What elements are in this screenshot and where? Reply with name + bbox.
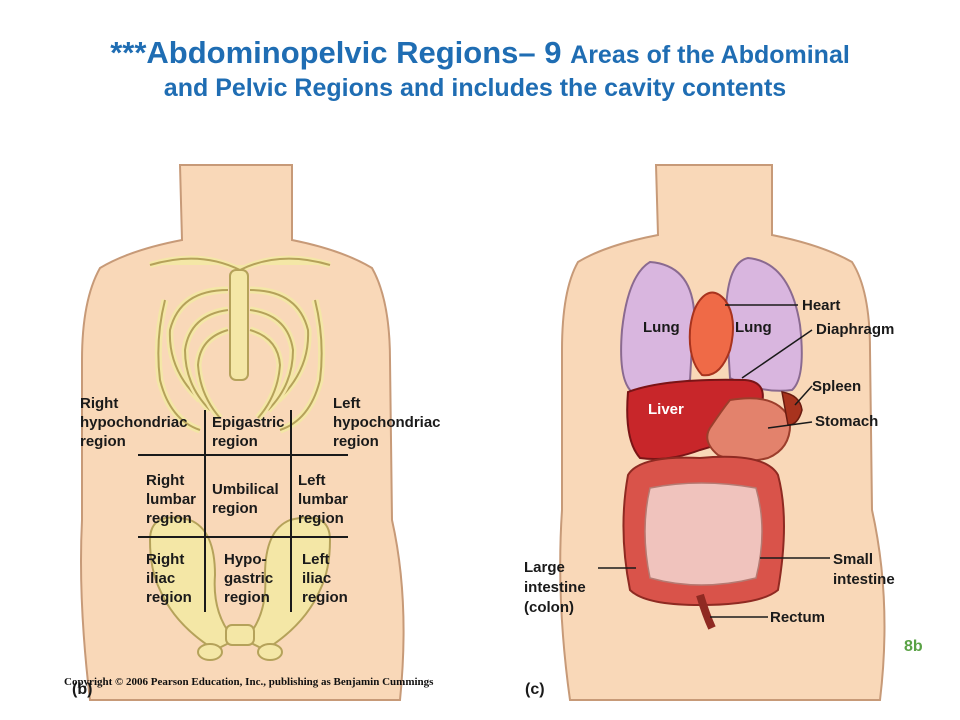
label-stomach: Stomach xyxy=(815,413,878,430)
copyright-notice: Copyright © 2006 Pearson Education, Inc.… xyxy=(64,676,434,688)
title-dash: – 9 xyxy=(518,35,571,70)
panel-b-region-grid xyxy=(138,410,348,612)
title-line-2: and Pelvic Regions and includes the cavi… xyxy=(163,73,787,102)
label-right-lumbar: Right lumbar region xyxy=(146,472,200,527)
small-intestine xyxy=(644,482,763,586)
rectum xyxy=(696,593,716,630)
panel-b-pelvis xyxy=(148,516,332,661)
label-lung-right: Lung xyxy=(735,319,772,336)
right-lung xyxy=(724,256,803,392)
slide-title: ***Abdominopelvic Regions– 9 Areas of th… xyxy=(0,34,960,103)
label-left-hypochondriac: Left hypochondriac region xyxy=(333,395,445,450)
label-hypogastric: Hypo- gastric region xyxy=(224,551,277,606)
panel-b-ribcage xyxy=(149,255,331,434)
heart xyxy=(688,291,735,377)
label-liver: Liver xyxy=(648,401,684,418)
label-right-hypochondriac: Right hypochondriac region xyxy=(80,395,192,450)
panel-b-label: (b) xyxy=(72,681,92,698)
panel-c-label: (c) xyxy=(525,681,545,698)
label-small-intestine: Small intestine xyxy=(833,551,895,588)
title-main: ***Abdominopelvic Regions xyxy=(110,35,519,70)
label-rectum: Rectum xyxy=(770,609,825,626)
label-left-lumbar: Left lumbar region xyxy=(298,472,352,527)
label-large-intestine: Large intestine (colon) xyxy=(524,559,590,616)
title-line-1: ***Abdominopelvic Regions– 9 Areas of th… xyxy=(0,34,960,73)
panel-c-leader-lines xyxy=(598,304,830,618)
figure-reference: 8b xyxy=(904,638,923,655)
label-diaphragm: Diaphragm xyxy=(816,321,894,338)
panel-c-organs xyxy=(620,256,803,630)
label-spleen: Spleen xyxy=(812,378,861,395)
label-umbilical: Umbilical region xyxy=(212,481,283,517)
label-epigastric: Epigastric region xyxy=(212,414,289,450)
label-heart: Heart xyxy=(802,297,840,314)
label-lung-left: Lung xyxy=(643,319,680,336)
label-left-iliac: Left iliac region xyxy=(302,551,348,606)
label-right-iliac: Right iliac region xyxy=(146,551,192,606)
title-rest: Areas of the Abdominal xyxy=(570,41,850,69)
